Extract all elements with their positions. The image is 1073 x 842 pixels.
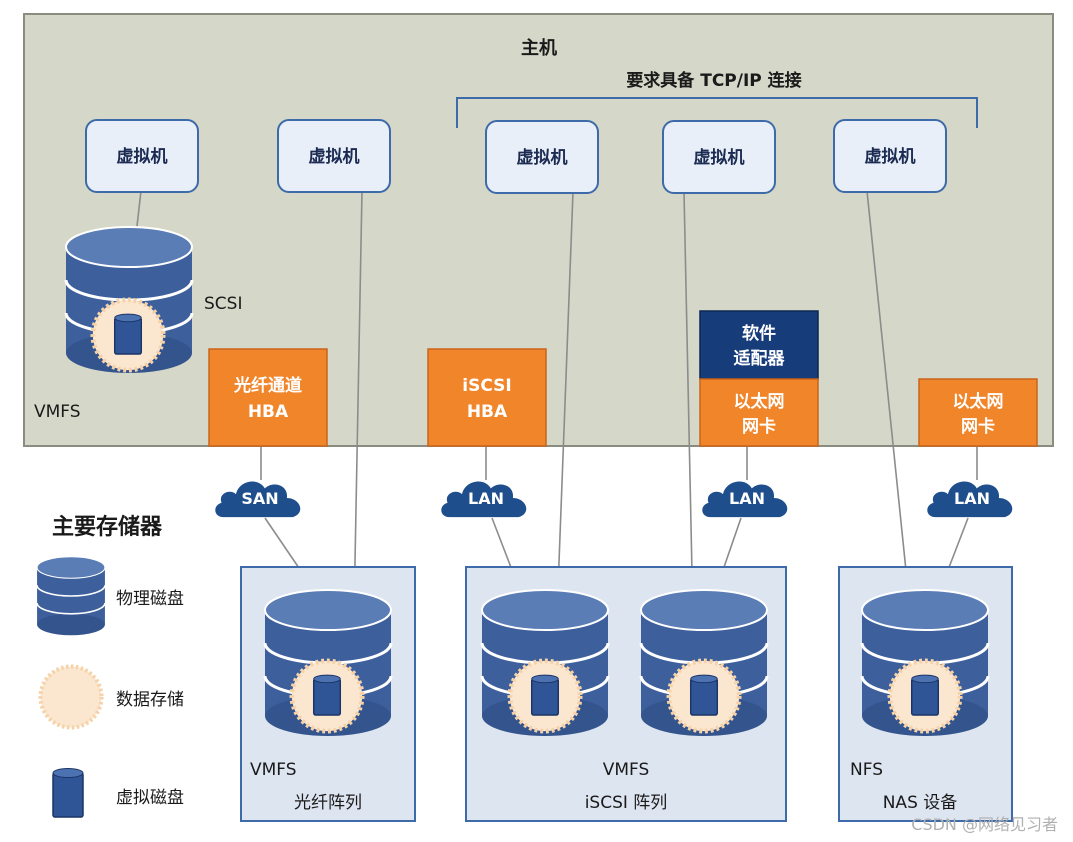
vm-box-1: 虚拟机 — [85, 119, 199, 193]
lan-label: LAN — [729, 489, 765, 508]
nic-2-line1: 以太网 — [953, 391, 1004, 412]
nas-device-name: NAS 设备 — [883, 793, 958, 813]
san-cloud: SAN — [215, 481, 301, 518]
local-data-storage — [93, 300, 163, 370]
iscsi-hba-adapter: iSCSI HBA — [427, 348, 547, 447]
lan-label: LAN — [954, 489, 990, 508]
host-title: 主机 — [521, 37, 557, 59]
nic-1-line1: 以太网 — [734, 391, 785, 412]
scsi-label: SCSI — [204, 294, 242, 314]
physical-disk-icon — [36, 555, 106, 637]
vm-box-4: 虚拟机 — [662, 120, 776, 194]
software-adapter: 软件 适配器 — [699, 310, 819, 380]
tcpip-requirement-label: 要求具备 TCP/IP 连接 — [626, 70, 801, 91]
nic-2-line2: 网卡 — [961, 416, 995, 437]
fc-hba-line1: 光纤通道 — [233, 375, 302, 396]
vm-label: 虚拟机 — [517, 147, 568, 168]
fc-array-data-storage — [292, 661, 362, 731]
software-adapter-line2: 适配器 — [734, 349, 786, 369]
fc-array: VMFS 光纤阵列 — [240, 566, 416, 822]
vm-box-2: 虚拟机 — [277, 119, 391, 193]
san-label: SAN — [241, 489, 278, 508]
legend: 主要存储器 物理磁盘 数据存储 虚拟磁盘 — [36, 514, 184, 818]
legend-virtual-disk-label: 虚拟磁盘 — [116, 788, 184, 808]
watermark: CSDN @网络见习者 — [911, 815, 1058, 834]
nas-fs-label: NFS — [850, 760, 883, 780]
iscsi-array: VMFS iSCSI 阵列 — [465, 566, 787, 822]
nic-1-line2: 网卡 — [742, 416, 776, 437]
fc-hba-adapter: 光纤通道 HBA — [208, 348, 328, 447]
legend-title: 主要存储器 — [52, 514, 163, 540]
ethernet-nic-2: 以太网 网卡 — [918, 378, 1038, 447]
vm-label: 虚拟机 — [694, 147, 745, 168]
iscsi-array-fs-label: VMFS — [603, 760, 650, 780]
virtual-disk-icon — [52, 768, 84, 818]
lan-label: LAN — [468, 489, 504, 508]
vm-label: 虚拟机 — [117, 146, 168, 167]
software-adapter-line1: 软件 — [742, 323, 776, 344]
lan-cloud-1: LAN — [441, 481, 527, 518]
fc-hba-line2: HBA — [248, 402, 289, 422]
fc-array-fs-label: VMFS — [250, 760, 297, 780]
vm-box-3: 虚拟机 — [485, 120, 599, 194]
iscsi-array-data-storage-1 — [510, 661, 580, 731]
fc-array-name: 光纤阵列 — [294, 793, 362, 813]
legend-physical-disk-label: 物理磁盘 — [116, 589, 184, 609]
lan-cloud-3: LAN — [927, 481, 1013, 518]
iscsi-array-name: iSCSI 阵列 — [585, 793, 668, 813]
iscsi-hba-line2: HBA — [467, 402, 508, 422]
tcpip-bracket — [456, 97, 978, 128]
vm-label: 虚拟机 — [865, 146, 916, 167]
ethernet-nic-1: 以太网 网卡 — [699, 378, 819, 447]
data-storage-icon-cover — [54, 678, 88, 718]
lan-cloud-2: LAN — [702, 481, 788, 518]
iscsi-array-data-storage-2 — [669, 661, 739, 731]
iscsi-hba-line1: iSCSI — [462, 376, 511, 396]
nas-device: NFS NAS 设备 — [838, 566, 1013, 822]
legend-data-storage-label: 数据存储 — [116, 690, 184, 710]
vm-box-5: 虚拟机 — [833, 119, 947, 193]
host-vmfs-label: VMFS — [34, 402, 81, 422]
nas-data-storage — [890, 661, 960, 731]
vm-label: 虚拟机 — [309, 146, 360, 167]
